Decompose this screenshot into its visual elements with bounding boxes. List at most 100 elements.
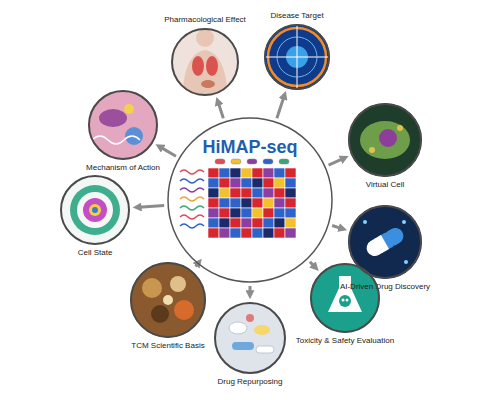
heat-cell: [208, 188, 219, 198]
heat-cell: [252, 188, 263, 198]
cell-body: [360, 121, 410, 159]
cell-state-picture: [60, 175, 130, 245]
flask: [328, 276, 362, 312]
heat-cell: [263, 218, 274, 228]
heat-cell: [263, 178, 274, 188]
topic-circle: Toxicity & Safety Evaluation: [310, 263, 380, 333]
heat-cell: [274, 168, 285, 178]
read-line: [180, 215, 204, 219]
heat-cell: [263, 188, 274, 198]
heat-cell: [230, 198, 241, 208]
topic-circle: Disease Target: [264, 24, 330, 90]
herb: [170, 276, 186, 292]
read-line: [180, 197, 204, 201]
stomach: [201, 80, 215, 88]
heat-cell: [219, 188, 230, 198]
heat-cell: [274, 208, 285, 218]
cell-inner: [77, 192, 113, 228]
heat-cell: [241, 178, 252, 188]
circle-outline: [310, 263, 380, 333]
lung: [206, 56, 218, 76]
node-dot: [404, 260, 408, 264]
circle-border: [311, 264, 379, 332]
heat-cell: [219, 208, 230, 218]
heat-cell: [241, 208, 252, 218]
heat-cell: [230, 178, 241, 188]
topic-label: AI-Driven Drug Discovery: [340, 282, 430, 292]
heat-cell: [285, 218, 296, 228]
cell-core: [83, 198, 107, 222]
protein-blob: [99, 109, 127, 127]
topic-circle: Drug Repurposing: [214, 302, 286, 374]
read-line: [180, 224, 204, 228]
arrow-connector: [161, 147, 176, 156]
capsule: [232, 342, 254, 350]
crosshair: [297, 26, 298, 88]
topic-label: Pharmacological Effect: [164, 15, 246, 25]
toxicity-picture: [310, 263, 380, 333]
topic-circle: Cell State: [60, 175, 130, 245]
circle-outline: [264, 24, 330, 90]
arrow-connector: [277, 97, 284, 118]
heat-cell: [252, 218, 263, 228]
heat-cell: [241, 228, 252, 238]
heat-cell: [252, 178, 263, 188]
heat-cell: [252, 168, 263, 178]
heat-cell: [285, 208, 296, 218]
arrow-connector: [332, 226, 341, 229]
tube: [231, 159, 241, 164]
body-picture: [171, 28, 239, 100]
heat-cell: [241, 198, 252, 208]
pills-picture: [214, 302, 286, 374]
heat-cell: [241, 188, 252, 198]
tube: [215, 159, 225, 164]
organelle: [397, 125, 403, 131]
heat-cell: [274, 188, 285, 198]
target-ring: [277, 37, 317, 77]
heat-cell: [252, 228, 263, 238]
circle-outline: [60, 175, 130, 245]
read-line: [180, 206, 204, 210]
lung: [192, 56, 204, 76]
hub-circle: HiMAP-seq: [167, 117, 333, 283]
topic-label: Cell State: [78, 248, 113, 258]
tube: [263, 159, 273, 164]
topic-label: Toxicity & Safety Evaluation: [296, 336, 394, 346]
heat-cell: [285, 228, 296, 238]
heat-cell: [274, 218, 285, 228]
heat-cell: [219, 198, 230, 208]
herb: [142, 278, 162, 298]
read-line: [180, 179, 204, 183]
heat-cell: [241, 218, 252, 228]
arrow-connector: [329, 159, 343, 165]
arrow-connector: [249, 286, 252, 293]
heat-cell: [230, 208, 241, 218]
skull-eye: [342, 299, 345, 302]
topic-circle: TCM Scientific Basis: [130, 262, 206, 338]
topic-label: Mechanism of Action: [86, 163, 160, 173]
target-picture: [264, 24, 330, 90]
sequence-reads: [180, 170, 204, 228]
circle-border: [349, 104, 421, 176]
topic-label: Virtual Cell: [366, 180, 405, 190]
skull-eye: [346, 299, 349, 302]
topic-circle: Virtual Cell: [348, 103, 422, 177]
herb: [151, 305, 169, 323]
heat-cell: [263, 228, 274, 238]
mechanism-picture: [88, 90, 158, 160]
heat-cell: [208, 208, 219, 218]
heat-cell: [274, 178, 285, 188]
circle-border: [89, 91, 157, 159]
topic-circle: Pharmacological Effect: [171, 28, 239, 96]
heat-cell: [219, 168, 230, 178]
heat-cell: [208, 198, 219, 208]
topic-label: TCM Scientific Basis: [131, 341, 204, 351]
heat-cell: [274, 228, 285, 238]
molecule: [124, 104, 134, 114]
tube: [247, 159, 257, 164]
head: [196, 29, 214, 47]
heat-cell: [274, 198, 285, 208]
heat-cell: [208, 228, 219, 238]
